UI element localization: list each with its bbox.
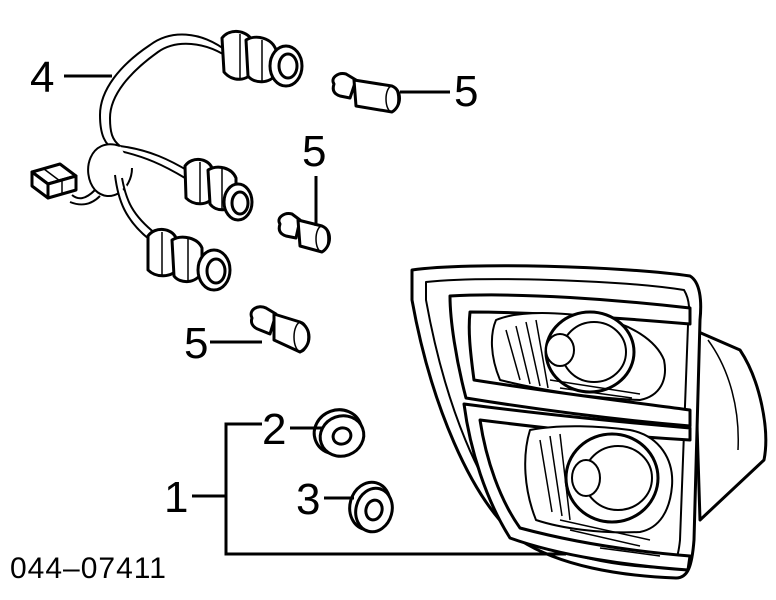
connector-plug [30, 162, 78, 200]
callout-5-middle: 5 [302, 127, 326, 176]
bulb-middle [277, 212, 331, 254]
diagram-part-number: 044–07411 [10, 552, 167, 585]
callout-4: 4 [30, 53, 54, 102]
callout-3: 3 [296, 475, 320, 524]
bulb-socket-middle [183, 158, 254, 222]
bulb-socket-top [220, 30, 304, 88]
bulb-socket-bottom [146, 228, 232, 292]
callout-5-upper: 5 [454, 67, 478, 116]
tail-lamp-assembly [410, 264, 768, 580]
wiring-harness [30, 30, 304, 292]
bulb-upper [331, 72, 401, 114]
bulb-lower [249, 305, 311, 354]
callout-1: 1 [164, 473, 188, 522]
callout-2: 2 [262, 405, 286, 454]
leader-lines [64, 74, 566, 556]
callout-5-lower: 5 [184, 319, 208, 368]
grommet-part-2 [312, 408, 366, 458]
grommet-part-3 [348, 480, 394, 534]
